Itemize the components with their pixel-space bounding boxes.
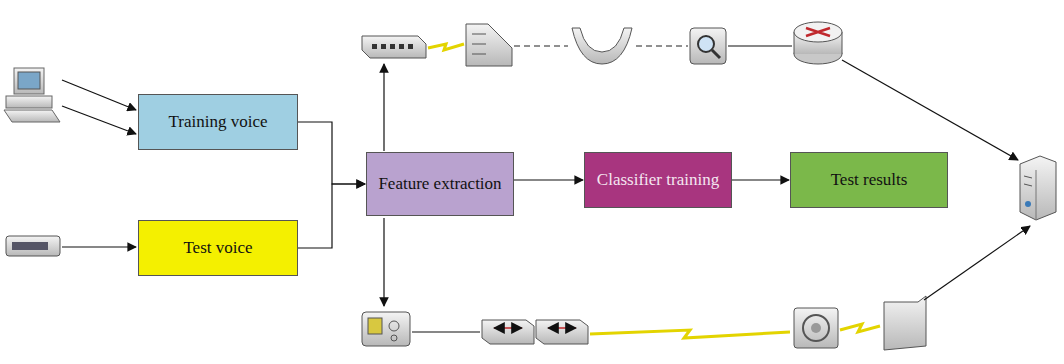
box-label: Classifier training	[597, 170, 719, 190]
flow-arrow	[732, 179, 789, 180]
output-box: Test results	[790, 152, 948, 208]
flow-arrow	[298, 184, 365, 248]
recorder-icon	[6, 236, 60, 256]
dish-icon	[572, 28, 632, 64]
input-box: Training voice	[138, 94, 298, 150]
server-icon	[1020, 156, 1056, 220]
switch-icon	[482, 320, 588, 344]
router-icon	[794, 22, 842, 64]
box-label: Feature extraction	[378, 174, 501, 194]
box-label: Test results	[831, 170, 908, 190]
box-label: Test voice	[183, 238, 252, 258]
flow-arrow	[298, 122, 365, 184]
box-unit-icon	[884, 296, 926, 350]
fan-unit-icon	[794, 308, 838, 348]
patch-panel-icon	[362, 36, 426, 58]
process-box: Classifier training	[584, 152, 732, 208]
terminal-icon	[362, 312, 410, 346]
box-label: Training voice	[168, 112, 267, 132]
input-box: Test voice	[138, 220, 298, 276]
process-box: Feature extraction	[366, 152, 514, 216]
flow-arrow	[514, 179, 583, 180]
inspector-icon	[690, 28, 726, 64]
computer-icon	[4, 68, 60, 122]
firewall-icon	[466, 24, 512, 66]
